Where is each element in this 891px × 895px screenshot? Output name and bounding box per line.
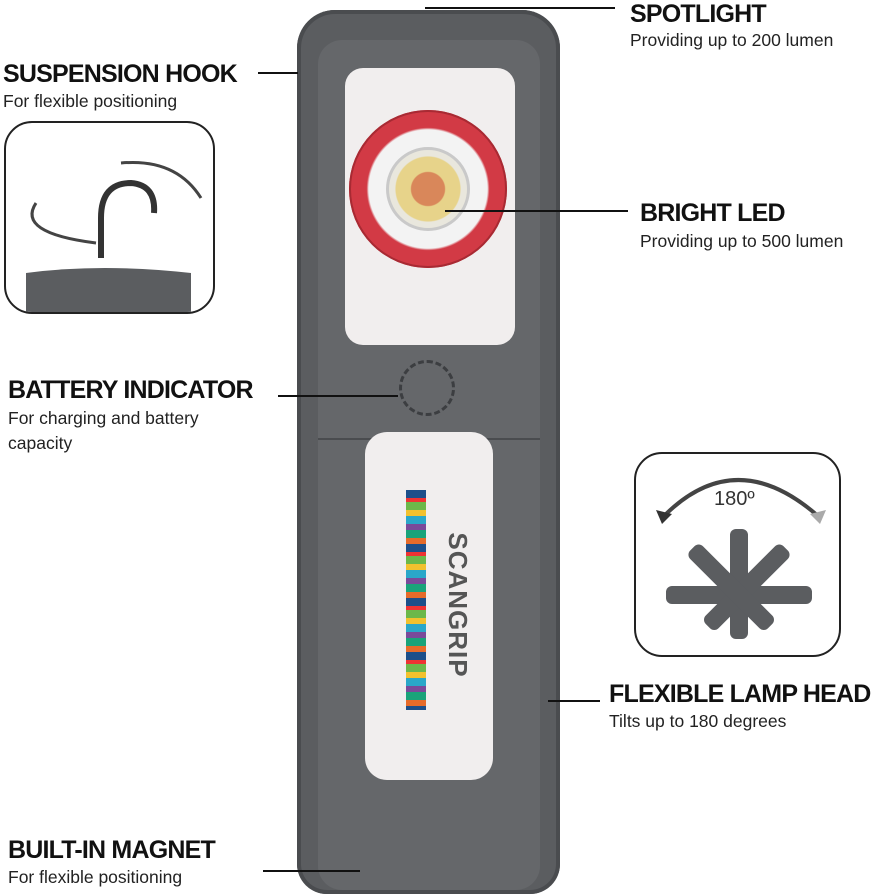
flexible-lamp-head-title: FLEXIBLE LAMP HEAD [609,680,871,708]
bright-led-desc: Providing up to 500 lumen [640,231,844,251]
suspension-hook-leader-line [258,72,298,74]
lamp-head-tilt-inset: 180º [634,452,841,657]
color-stripes [406,490,426,710]
brand-logo: SCANGRIP [443,532,473,678]
tilt-arrow-icon [656,478,826,639]
flexible-lamp-head-desc: Tilts up to 180 degrees [609,711,787,731]
built-in-magnet-leader-line [263,870,360,872]
bright-led-title: BRIGHT LED [640,199,786,227]
battery-indicator-leader-line [278,395,398,397]
lower-light-window [365,432,493,780]
flexible-lamp-head-leader-line [548,700,600,702]
bright-led [386,147,470,231]
battery-indicator-desc-1: For charging and battery [8,408,199,428]
battery-indicator-desc-2: capacity [8,433,73,453]
suspension-hook-desc: For flexible positioning [3,91,178,111]
tilt-angle-label: 180º [714,488,755,510]
battery-indicator-button[interactable] [399,360,455,416]
bright-led-leader-line [445,210,628,212]
suspension-hook-title: SUSPENSION HOOK [3,60,238,88]
built-in-magnet-title: BUILT-IN MAGNET [8,836,216,864]
suspension-hook-inset [4,121,215,314]
battery-indicator-title: BATTERY INDICATOR [8,376,254,404]
spotlight-title: SPOTLIGHT [630,0,767,28]
spotlight-desc: Providing up to 200 lumen [630,30,834,50]
hook-illustration [26,160,203,312]
spotlight-leader-line [425,7,615,9]
built-in-magnet-desc: For flexible positioning [8,867,183,887]
